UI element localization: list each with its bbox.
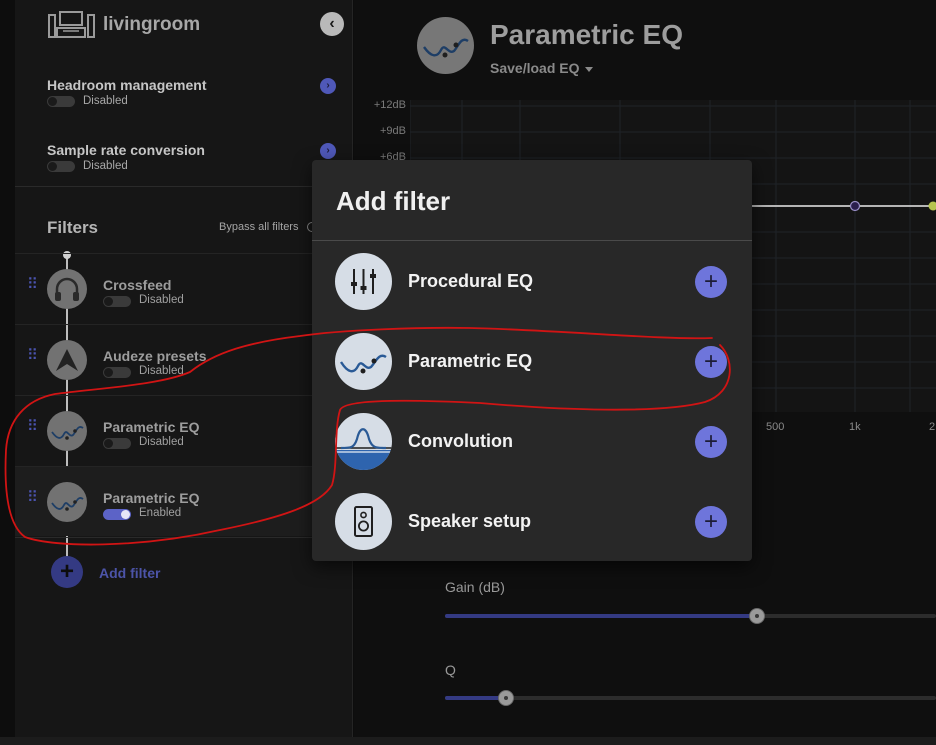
headphones-icon	[47, 269, 87, 309]
y-tick-label: +9dB	[380, 125, 406, 137]
slider-thumb[interactable]	[498, 690, 514, 706]
q-slider-label: Q	[445, 662, 456, 678]
drag-handle-icon[interactable]: ⠿	[27, 347, 38, 364]
parametric-eq-icon	[47, 482, 87, 522]
sidebar: livingroom ‹ Headroom management Disable…	[15, 0, 353, 737]
dialog-item-procedural-eq[interactable]: Procedural EQ +	[312, 241, 752, 321]
dialog-item-name: Parametric EQ	[408, 351, 533, 371]
filter-chain-start	[63, 251, 71, 259]
convolution-icon	[335, 413, 392, 470]
add-filter-button[interactable]: +	[51, 556, 83, 588]
headroom-toggle[interactable]	[47, 96, 75, 107]
filter-row-parametric-eq-1[interactable]: ⠿ Parametric EQ Disabled	[15, 395, 352, 465]
setting-state: Disabled	[83, 95, 128, 107]
filter-state: Disabled	[139, 365, 184, 377]
audeze-logo-icon	[47, 340, 87, 380]
sidebar-header: livingroom ‹	[15, 0, 352, 56]
gain-slider[interactable]	[445, 608, 936, 624]
filter-toggle[interactable]	[103, 367, 131, 378]
parametric-eq-icon	[335, 333, 392, 390]
add-procedural-eq-button[interactable]: +	[695, 266, 727, 298]
parametric-eq-icon	[47, 411, 87, 451]
dialog-item-name: Speaker setup	[408, 511, 532, 531]
slider-fill	[445, 696, 506, 700]
parametric-eq-icon	[417, 17, 474, 74]
setting-title: Headroom management	[47, 77, 207, 93]
gain-slider-label: Gain (dB)	[445, 579, 505, 595]
speaker-icon	[335, 493, 392, 550]
bottom-bar	[0, 737, 936, 745]
dialog-item-speaker-setup[interactable]: Speaker setup +	[312, 481, 752, 561]
sample-rate-conversion-setting[interactable]: Sample rate conversion Disabled ›	[15, 142, 352, 200]
divider	[15, 537, 352, 538]
filter-name: Parametric EQ	[103, 490, 200, 506]
filter-name: Crossfeed	[103, 277, 172, 293]
eq-band-handle[interactable]	[849, 200, 861, 212]
add-speaker-setup-button[interactable]: +	[695, 506, 727, 538]
filter-state: Disabled	[139, 294, 184, 306]
add-convolution-button[interactable]: +	[695, 426, 727, 458]
filter-name: Parametric EQ	[103, 419, 200, 435]
q-slider[interactable]	[445, 690, 936, 706]
collapse-sidebar-button[interactable]: ‹	[320, 12, 344, 36]
drag-handle-icon[interactable]: ⠿	[27, 418, 38, 435]
filter-row-crossfeed[interactable]: ⠿ Crossfeed Disabled	[15, 253, 352, 323]
filter-toggle[interactable]	[103, 438, 131, 449]
add-filter-label[interactable]: Add filter	[99, 565, 161, 581]
chevron-right-icon[interactable]: ›	[320, 143, 336, 159]
filter-row-parametric-eq-2[interactable]: ⠿ Parametric EQ Enabled	[15, 466, 352, 536]
sliders-icon	[335, 253, 392, 310]
headroom-management-setting[interactable]: Headroom management Disabled ›	[15, 77, 352, 135]
filter-name: Audeze presets	[103, 348, 207, 364]
y-tick-label: +12dB	[373, 99, 406, 111]
page-title: Parametric EQ	[490, 19, 683, 50]
device-name: livingroom	[103, 14, 201, 35]
filter-state: Enabled	[139, 507, 182, 519]
dialog-item-name: Convolution	[408, 431, 513, 451]
filter-row-audeze-presets[interactable]: ⠿ Audeze presets Disabled	[15, 324, 352, 394]
x-tick-label: 500	[766, 421, 785, 433]
x-tick-label: 2	[929, 421, 936, 433]
bypass-all-filters-label[interactable]: Bypass all filters	[219, 221, 299, 233]
setting-state: Disabled	[83, 160, 128, 172]
filter-toggle[interactable]	[103, 296, 131, 307]
divider	[15, 186, 352, 187]
chevron-right-icon[interactable]: ›	[320, 78, 336, 94]
filters-heading: Filters	[47, 218, 99, 237]
add-filter-dialog: Add filter Procedural EQ +	[312, 160, 752, 561]
dialog-title: Add filter	[336, 186, 451, 216]
add-parametric-eq-button[interactable]: +	[695, 346, 727, 378]
drag-handle-icon[interactable]: ⠿	[27, 489, 38, 506]
drag-handle-icon[interactable]: ⠿	[27, 276, 38, 293]
slider-fill	[445, 614, 757, 618]
slider-thumb[interactable]	[749, 608, 765, 624]
save-load-eq-dropdown[interactable]: Save/load EQ	[490, 60, 594, 76]
eq-band-handle[interactable]	[928, 201, 936, 211]
dialog-divider	[312, 240, 752, 241]
x-tick-label: 1k	[849, 421, 861, 433]
caret-down-icon	[585, 66, 594, 72]
window-edge	[0, 0, 15, 745]
dialog-item-convolution[interactable]: Convolution +	[312, 401, 752, 481]
dialog-item-parametric-eq[interactable]: Parametric EQ +	[312, 321, 752, 401]
setting-title: Sample rate conversion	[47, 142, 205, 158]
dialog-item-name: Procedural EQ	[408, 271, 534, 291]
filter-toggle[interactable]	[103, 509, 131, 520]
sample-rate-toggle[interactable]	[47, 161, 75, 172]
filter-state: Disabled	[139, 436, 184, 448]
save-load-label: Save/load EQ	[490, 60, 580, 76]
home-theater-icon	[48, 11, 95, 38]
